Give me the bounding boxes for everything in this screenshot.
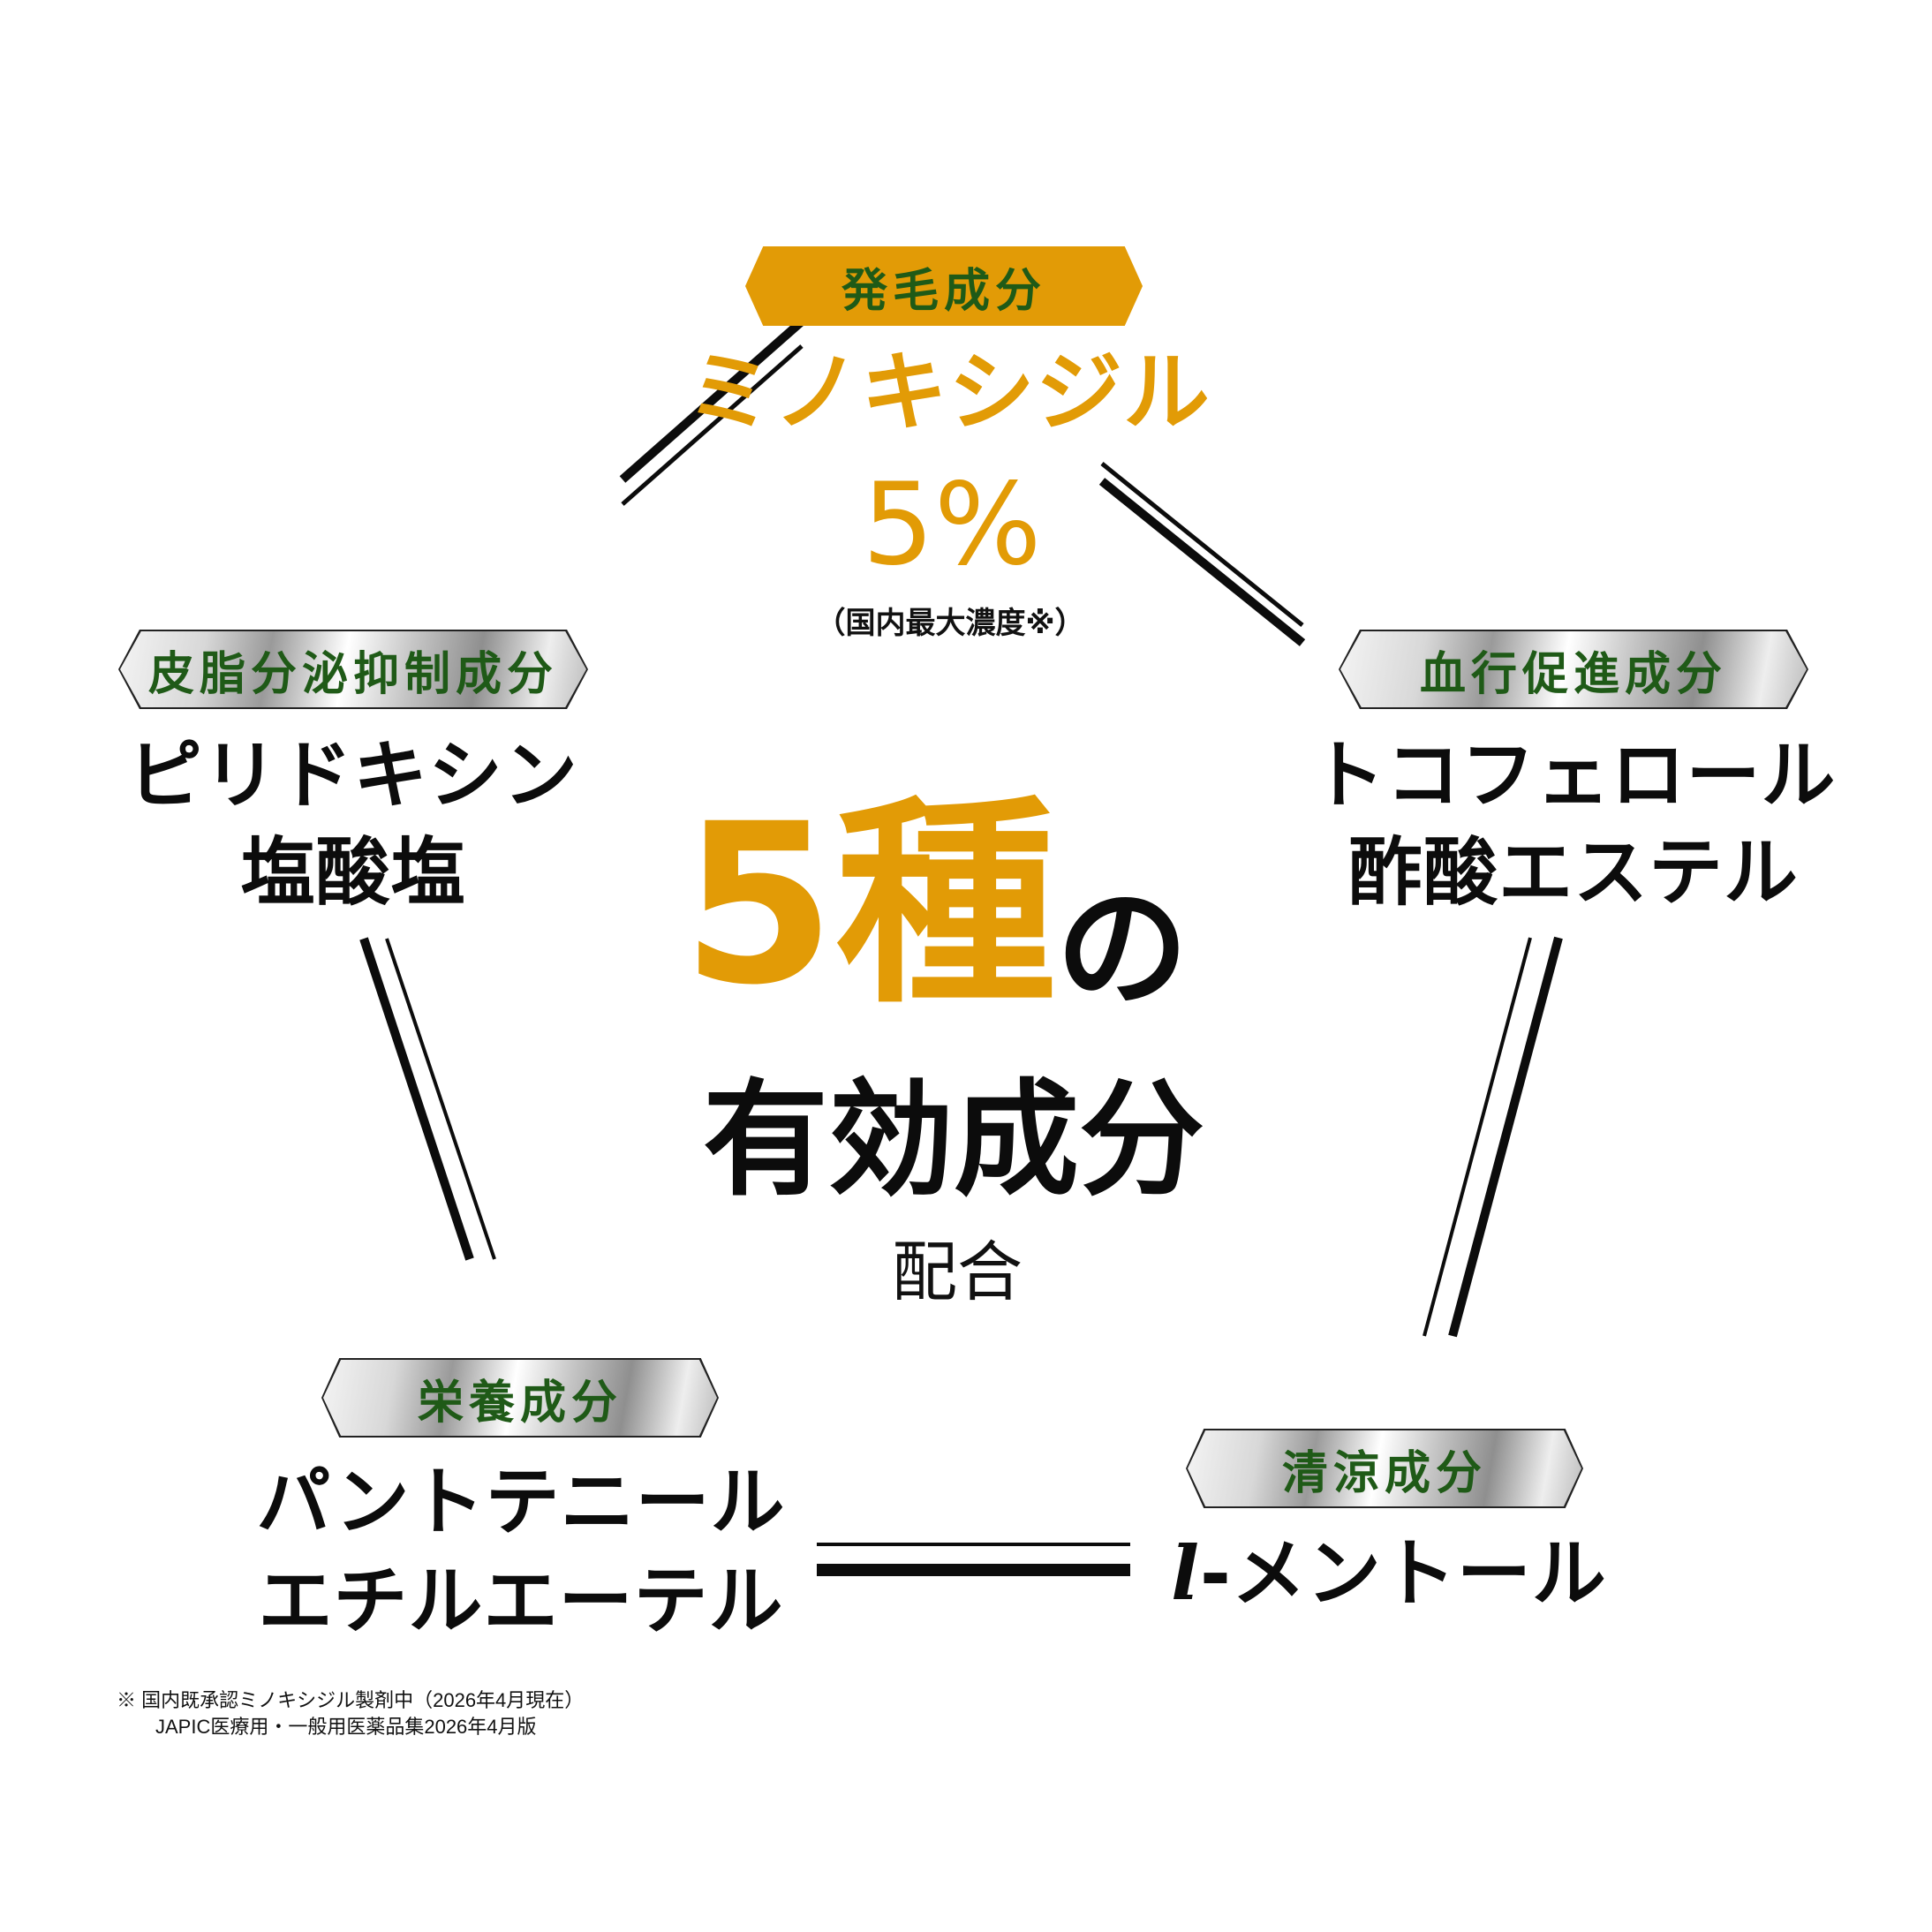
tag-hair-growth-label: 発毛成分: [841, 263, 1046, 318]
footnote-line1: ※ 国内既承認ミノキシジル製剤中（2026年4月現在）: [117, 1689, 585, 1711]
headline-particle: の: [1055, 872, 1189, 1026]
ingredient-tocopherol-line1: トコフェロール: [1310, 732, 1837, 819]
tag-nutrition-label: 栄養成分: [417, 1375, 623, 1430]
minoxidil-note: （国内最大濃度※）: [815, 606, 1085, 641]
menthol-prefix: l: [1171, 1529, 1201, 1617]
tag-cooling-label: 清涼成分: [1281, 1445, 1487, 1500]
center-headline-main: 有効成分: [703, 1068, 1204, 1213]
connector-top-right: [1098, 462, 1306, 646]
ingredient-pyridoxine-line2: 塩酸塩: [240, 829, 466, 916]
ingredient-panthenyl-line1: パントテニール: [256, 1459, 786, 1545]
ingredient-kind: 種: [834, 776, 1056, 1033]
ingredient-panthenyl-line2: エチルエーテル: [258, 1558, 784, 1644]
minoxidil-percent: 5%: [862, 459, 1042, 591]
center-headline-sub: 配合: [892, 1234, 1023, 1310]
tag-cooling: 清涼成分: [1186, 1429, 1583, 1508]
footnote: ※ 国内既承認ミノキシジル製剤中（2026年4月現在） JAPIC医療用・一般用…: [117, 1687, 584, 1740]
tag-sebum-control-label: 皮脂分泌抑制成分: [147, 646, 558, 701]
ingredient-count: 5: [682, 776, 835, 1033]
connector-top-left: [619, 318, 805, 506]
ingredient-menthol: l-メントール: [1171, 1524, 1607, 1623]
connector-right: [1423, 936, 1563, 1338]
tag-blood-circulation-label: 血行促進成分: [1419, 646, 1727, 701]
connector-bottom: [817, 1543, 1130, 1576]
menthol-name: -メントール: [1200, 1530, 1607, 1617]
tag-blood-circulation: 血行促進成分: [1339, 630, 1808, 709]
tag-nutrition: 栄養成分: [321, 1358, 719, 1438]
center-headline-top: 5種の: [682, 795, 1189, 1016]
footnote-line2: JAPIC医療用・一般用医薬品集2026年4月版: [155, 1716, 537, 1738]
ingredient-pyridoxine-line1: ピリドキシン: [127, 732, 579, 819]
tag-sebum-control: 皮脂分泌抑制成分: [118, 630, 588, 709]
ingredient-tocopherol-line2: 酢酸エステル: [1347, 829, 1800, 916]
ingredient-minoxidil: ミノキシジル: [685, 343, 1211, 443]
tag-hair-growth: 発毛成分: [745, 246, 1143, 326]
connector-left: [359, 937, 496, 1261]
